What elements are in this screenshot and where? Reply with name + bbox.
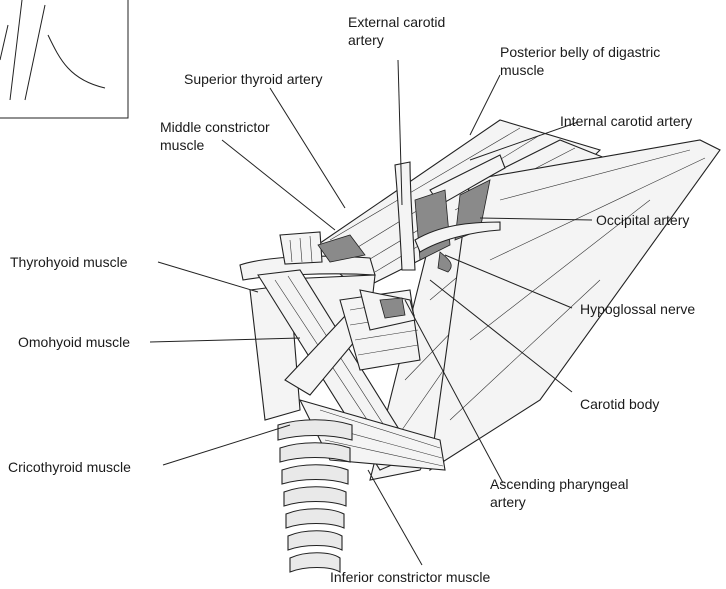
label-carotid-body: Carotid body xyxy=(580,395,659,413)
label-omohyoid-muscle: Omohyoid muscle xyxy=(18,333,130,351)
label-posterior-belly-digastric: Posterior belly of digastric muscle xyxy=(500,43,660,79)
label-middle-constrictor-muscle: Middle constrictor muscle xyxy=(160,118,270,154)
label-external-carotid-artery: External carotid artery xyxy=(348,13,445,49)
label-ascending-pharyngeal-artery: Ascending pharyngeal artery xyxy=(490,475,629,511)
label-thyrohyoid-muscle: Thyrohyoid muscle xyxy=(10,253,128,271)
label-inferior-constrictor-muscle: Inferior constrictor muscle xyxy=(330,568,490,586)
label-hypoglossal-nerve: Hypoglossal nerve xyxy=(580,300,695,318)
inset-panel xyxy=(0,0,128,118)
label-superior-thyroid-artery: Superior thyroid artery xyxy=(184,70,323,88)
label-occipital-artery: Occipital artery xyxy=(596,211,689,229)
label-cricothyroid-muscle: Cricothyroid muscle xyxy=(8,458,131,476)
label-internal-carotid-artery: Internal carotid artery xyxy=(560,112,692,130)
